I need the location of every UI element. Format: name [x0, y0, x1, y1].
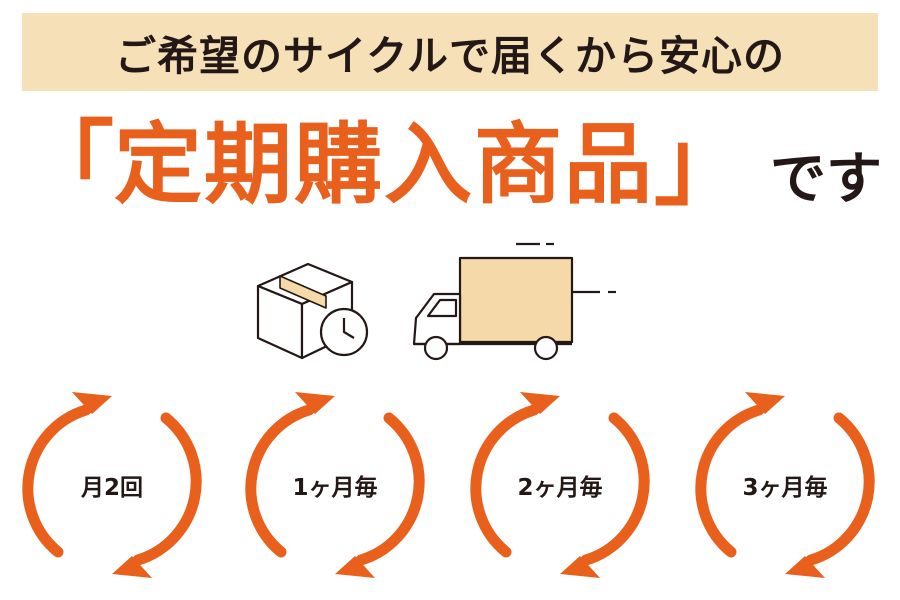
- cycle-label: 2ヶ月毎: [517, 475, 603, 501]
- package-clock-icon: [256, 262, 369, 360]
- cycle-arrows-icon: [245, 392, 425, 578]
- cycle-label: 3ヶ月毎: [742, 475, 828, 501]
- headline-open-bracket: 「: [22, 111, 115, 218]
- headline: 「 定期購入商品 」 です: [22, 105, 882, 225]
- cycle-label: 月2回: [80, 475, 143, 501]
- delivery-icons: [256, 242, 616, 361]
- banner: ご希望のサイクルで届くから安心の: [22, 13, 878, 91]
- cycle-quarterly: 3ヶ月毎: [685, 380, 885, 590]
- cycle-arrows-icon: [22, 392, 202, 578]
- cycle-bimonthly: 2ヶ月毎: [460, 380, 660, 590]
- headline-close-bracket: 」: [654, 111, 747, 218]
- cycle-twice-monthly: 月2回: [12, 380, 212, 590]
- cycle-arrows-icon: [470, 392, 650, 578]
- headline-suffix: です: [770, 147, 883, 212]
- cycle-arrows-icon: [695, 392, 875, 578]
- headline-product-type: 定期購入商品: [114, 113, 655, 216]
- banner-text: ご希望のサイクルで届くから安心の: [115, 32, 785, 80]
- delivery-truck-icon: [412, 242, 616, 361]
- cycle-monthly: 1ヶ月毎: [235, 380, 435, 590]
- cycle-label: 1ヶ月毎: [292, 475, 378, 501]
